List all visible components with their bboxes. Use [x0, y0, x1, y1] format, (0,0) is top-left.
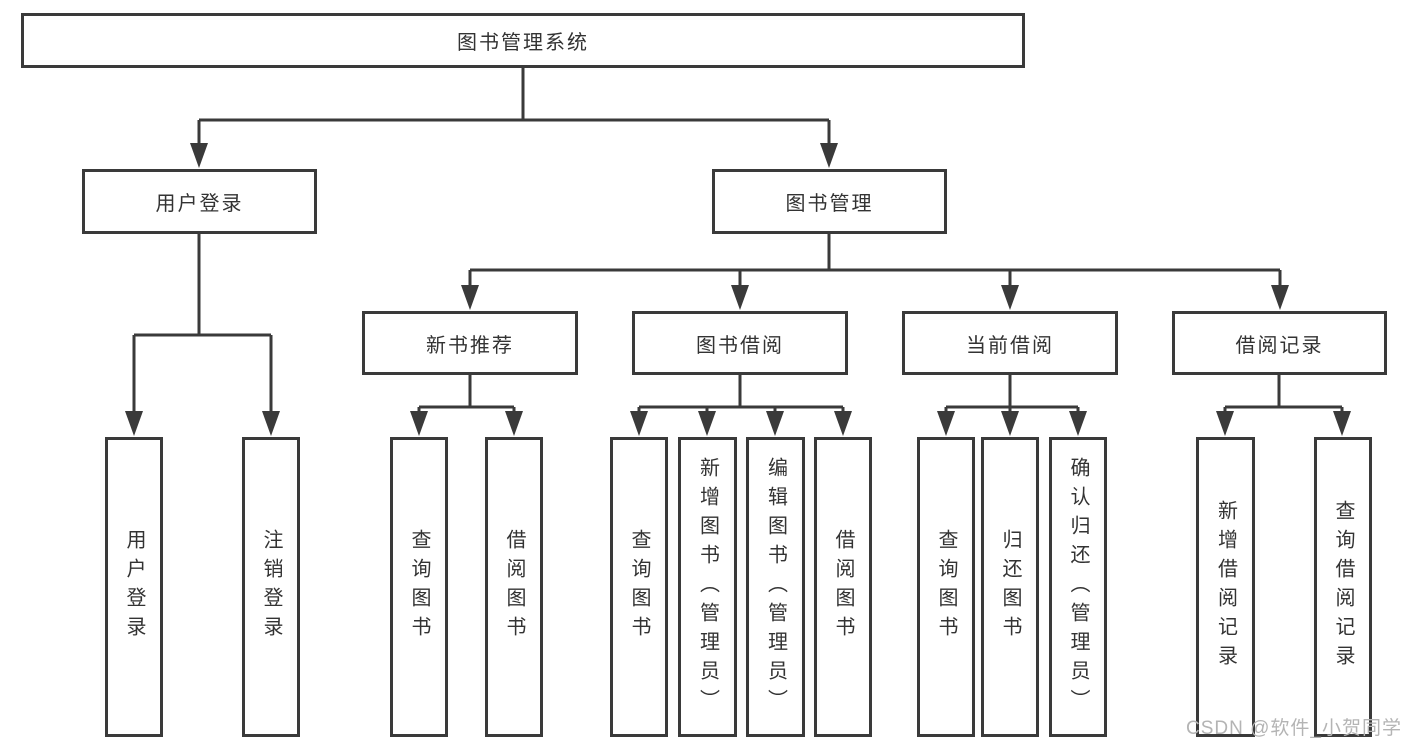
- watermark: CSDN @软件_小贺同学: [1186, 718, 1402, 739]
- arrowheads: [125, 143, 1351, 436]
- node-label: 编辑图书（管理员）: [764, 456, 787, 718]
- node-logout: 注销登录: [242, 437, 300, 737]
- node-library-management-system: 图书管理系统: [21, 13, 1025, 68]
- node-query-borrow-record: 查询借阅记录: [1314, 437, 1372, 737]
- node-label: 查询借阅记录: [1332, 500, 1354, 674]
- node-borrow-books-leaf: 借阅图书: [814, 437, 872, 737]
- node-query-books-borrowing: 查询图书: [610, 437, 668, 737]
- node-borrow-books-recommend: 借阅图书: [485, 437, 543, 737]
- connector-book-borrowing-split: [637, 373, 845, 414]
- node-label: 确认归还（管理员）: [1067, 456, 1089, 718]
- node-label: 查询图书: [935, 529, 957, 645]
- node-query-books-current: 查询图书: [917, 437, 975, 737]
- node-label: 查询图书: [628, 529, 650, 645]
- node-query-books-recommend: 查询图书: [390, 437, 448, 737]
- node-label: 用户登录: [123, 529, 145, 645]
- node-book-management: 图书管理: [712, 169, 947, 234]
- node-label: 新增借阅记录: [1214, 500, 1237, 674]
- node-label: 借阅记录: [1235, 334, 1324, 357]
- node-label: 新书推荐: [426, 334, 514, 357]
- node-label: 用户登录: [155, 193, 244, 215]
- node-label: 新增图书（管理员）: [696, 456, 719, 718]
- node-book-borrowing: 图书借阅: [632, 311, 848, 375]
- node-label: 借阅图书: [503, 529, 525, 645]
- node-add-borrow-record: 新增借阅记录: [1196, 437, 1255, 737]
- node-return-books: 归还图书: [981, 437, 1039, 737]
- node-confirm-return-admin: 确认归还（管理员）: [1049, 437, 1107, 737]
- node-borrowing-records: 借阅记录: [1172, 311, 1387, 375]
- node-label: 图书管理: [785, 193, 874, 215]
- node-edit-books-admin: 编辑图书（管理员）: [746, 437, 805, 737]
- node-label: 图书管理系统: [457, 32, 589, 54]
- connector-current-borrowing-split: [944, 373, 1080, 414]
- node-label: 注销登录: [260, 529, 282, 645]
- connector-borrowing-records-split: [1223, 373, 1344, 414]
- node-add-books-admin: 新增图书（管理员）: [678, 437, 737, 737]
- node-new-book-recommendation: 新书推荐: [362, 311, 578, 375]
- connector-new-book-split: [417, 373, 516, 414]
- node-label: 图书借阅: [696, 334, 784, 357]
- node-current-borrowing: 当前借阅: [902, 311, 1118, 375]
- node-user-login: 用户登录: [82, 169, 317, 234]
- node-label: 查询图书: [408, 529, 430, 645]
- connector-root-split: [197, 66, 831, 147]
- connector-book-management-split: [468, 232, 1282, 288]
- node-label: 归还图书: [999, 529, 1021, 645]
- node-label: 借阅图书: [832, 529, 854, 645]
- connector-user-login-split: [132, 232, 273, 414]
- node-label: 当前借阅: [966, 334, 1054, 357]
- node-user-login-leaf: 用户登录: [105, 437, 163, 737]
